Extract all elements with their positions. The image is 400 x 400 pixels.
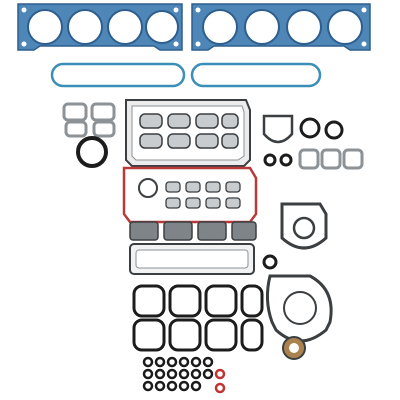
head-gasket-left [17,3,183,51]
exhaust-gaskets [129,221,257,241]
valley-cover-gasket [129,243,255,275]
red-o-rings [214,368,226,394]
front-crank-seal [262,254,278,270]
sensor-seals [263,148,364,170]
rear-main-seal [76,136,108,168]
valve-cover-seal-right [190,62,322,88]
head-gasket-right [191,3,371,51]
oil-pan-gasket [125,99,251,167]
oil-pump-seal [299,117,321,139]
balancer-seal [282,336,306,360]
rear-cover-gasket [265,274,333,343]
front-cover-gasket [280,202,328,250]
cam-seal [324,120,344,140]
small-o-rings [142,356,214,392]
intake-manifold-gasket [122,166,258,224]
intake-port-gaskets-row-1 [132,284,264,318]
throttle-body-seals [62,102,116,138]
intake-port-gaskets-row-2 [132,318,264,352]
valve-cover-seal-left [50,62,186,88]
timing-cover-gasket [262,114,294,144]
